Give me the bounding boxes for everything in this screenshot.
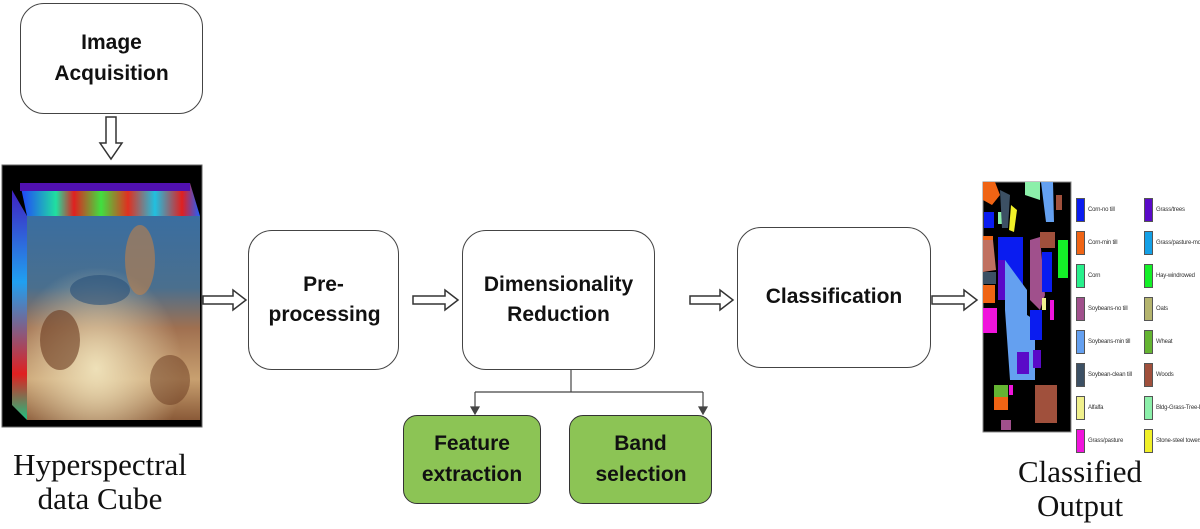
hyperspectral-cube-image [1, 164, 203, 428]
legend-label: Woods [1156, 372, 1174, 378]
image-acquisition-box: Image Acquisition [20, 3, 203, 114]
arrow-classification-to-output [931, 288, 979, 312]
legend-swatch [1076, 330, 1085, 354]
legend-item: Stone-steel towers [1144, 429, 1200, 453]
legend-swatch [1076, 198, 1085, 222]
legend-label: Soybeans-min till [1088, 339, 1131, 345]
legend-label: Wheat [1156, 339, 1173, 345]
legend-label: Grass/trees [1156, 207, 1185, 213]
legend-swatch [1144, 396, 1153, 420]
legend-item: Corn [1076, 264, 1138, 288]
legend-swatch [1144, 297, 1153, 321]
band-selection-label: Band selection [595, 432, 687, 486]
legend-item: Alfalfa [1076, 396, 1138, 420]
legend-label: Hay-windrowed [1156, 273, 1195, 279]
input-caption-line1: Hyperspectral [13, 447, 187, 482]
legend-item: Grass/trees [1144, 198, 1200, 222]
legend-swatch [1076, 231, 1085, 255]
legend-item: Grass/pasture-mowed [1144, 231, 1200, 255]
legend-swatch [1144, 330, 1153, 354]
preprocessing-box: Pre-processing [248, 230, 399, 370]
arrow-preprocessing-to-dimensionality [412, 288, 460, 312]
legend-label: Grass/pasture-mowed [1156, 240, 1200, 246]
legend-swatch [1144, 363, 1153, 387]
classification-box: Classification [737, 227, 931, 368]
legend-label: Bldg-Grass-Tree-Drives [1156, 405, 1200, 411]
legend-label: Alfalfa [1088, 405, 1104, 411]
legend-item: Soybeans-no till [1076, 297, 1138, 321]
classification-label: Classification [765, 285, 903, 309]
legend-swatch [1076, 363, 1085, 387]
legend-label: Corn-min till [1088, 240, 1118, 246]
legend-label: Stone-steel towers [1156, 438, 1200, 444]
preprocessing-label: Pre-processing [268, 272, 381, 326]
arrow-down-acquisition [98, 116, 124, 161]
legend-item: Woods [1144, 363, 1200, 387]
input-caption: Hyperspectral data Cube [0, 447, 205, 517]
legend-item: Corn-min till [1076, 231, 1138, 255]
legend-item: Soybean-clean till [1076, 363, 1138, 387]
legend-swatch [1144, 198, 1153, 222]
legend-item: Hay-windrowed [1144, 264, 1200, 288]
arrow-cube-to-preprocessing [202, 288, 248, 312]
legend-item: Wheat [1144, 330, 1200, 354]
legend-swatch [1144, 231, 1153, 255]
output-caption-line1: Classified [1018, 454, 1142, 489]
legend-label: Oats [1156, 306, 1168, 312]
legend-label: Corn [1088, 273, 1101, 279]
legend-item: Grass/pasture [1076, 429, 1138, 453]
feature-extraction-label: Feature extraction [421, 432, 523, 486]
legend-item: Bldg-Grass-Tree-Drives [1144, 396, 1200, 420]
feature-extraction-box: Feature extraction [403, 415, 541, 504]
arrow-dimensionality-to-classification [689, 288, 735, 312]
legend-swatch [1076, 264, 1085, 288]
legend-swatch [1144, 429, 1153, 453]
input-caption-line2: data Cube [37, 481, 163, 517]
legend-label: Soybeans-no till [1088, 306, 1128, 312]
output-caption-line2: Output [1036, 488, 1124, 524]
legend-item: Soybeans-min till [1076, 330, 1138, 354]
output-caption: Classified Output [990, 454, 1170, 524]
band-selection-box: Band selection [569, 415, 712, 504]
dimensionality-reduction-box: Dimensionality Reduction [462, 230, 655, 370]
legend-swatch [1144, 264, 1153, 288]
legend-item: Oats [1144, 297, 1200, 321]
legend-item: Corn-no till [1076, 198, 1138, 222]
classified-map-image [982, 181, 1072, 433]
legend-swatch [1076, 429, 1085, 453]
legend-label: Soybean-clean till [1088, 372, 1132, 378]
dimensionality-reduction-label: Dimensionality Reduction [483, 272, 634, 326]
legend-swatch [1076, 396, 1085, 420]
branch-connector [469, 370, 709, 416]
legend-label: Grass/pasture [1088, 438, 1124, 444]
image-acquisition-label: Image Acquisition [54, 31, 169, 85]
legend-label: Corn-no till [1088, 207, 1115, 213]
legend-swatch [1076, 297, 1085, 321]
